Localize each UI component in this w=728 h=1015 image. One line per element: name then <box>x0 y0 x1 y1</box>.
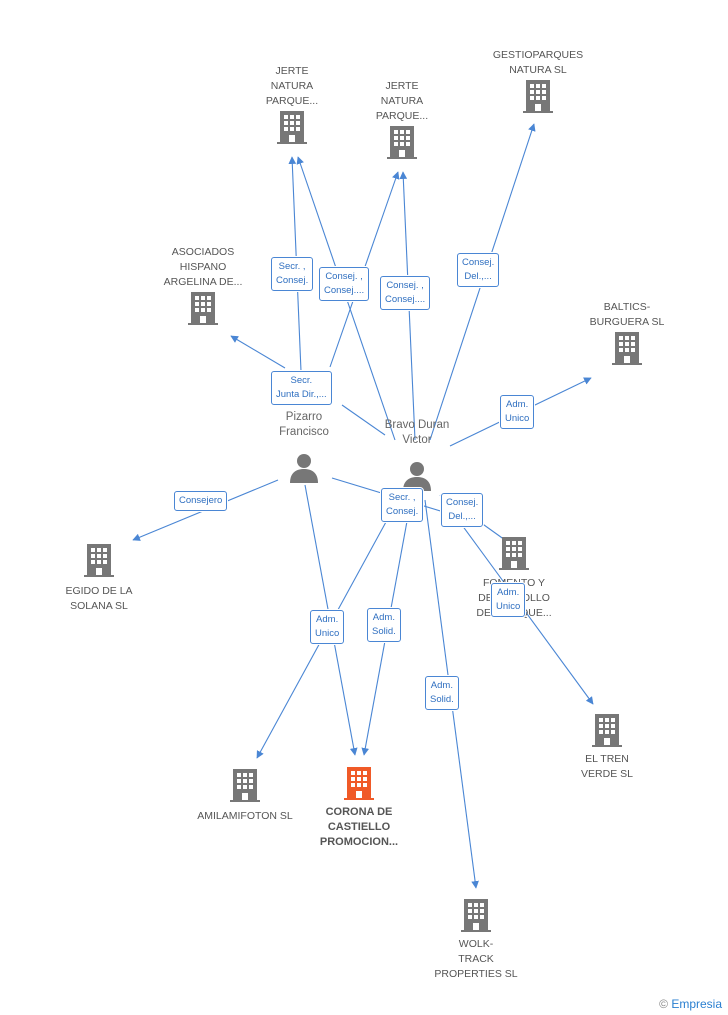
company-amilamifoton[interactable]: AMILAMIFOTON SL <box>190 767 300 824</box>
role-label[interactable]: Consej. , Consej.... <box>380 276 431 310</box>
building-icon <box>592 714 622 747</box>
company-gestioparques[interactable]: GESTIOPARQUES NATURA SL <box>483 48 593 114</box>
person-icon <box>290 454 318 483</box>
company-label: AMILAMIFOTON SL <box>197 810 293 822</box>
company-wolk-track[interactable]: WOLK- TRACK PROPERTIES SL <box>421 897 531 982</box>
person-bravo-duran[interactable]: Bravo Duran Victor <box>372 418 462 492</box>
building-icon <box>277 111 307 144</box>
role-label[interactable]: Adm. Unico <box>500 395 535 429</box>
role-label[interactable]: Consejero <box>174 491 228 511</box>
role-label[interactable]: Adm. Unico <box>491 583 526 617</box>
company-label: EGIDO DE LA SOLANA SL <box>65 585 133 612</box>
role-label[interactable]: Adm. Solid. <box>425 676 459 710</box>
company-el-tren-verde[interactable]: EL TREN VERDE SL <box>552 712 662 782</box>
company-label: BALTICS- BURGUERA SL <box>589 301 665 328</box>
edge-munoz-bravo <box>341 404 386 436</box>
copyright-symbol: © <box>659 997 668 1011</box>
role-label[interactable]: Adm. Unico <box>310 610 345 644</box>
building-icon <box>344 767 374 800</box>
building-icon <box>84 544 114 577</box>
role-label[interactable]: Secr. , Consej. <box>271 257 314 291</box>
company-label: CORONA DE CASTIELLO PROMOCION... <box>319 806 399 848</box>
role-label[interactable]: Adm. Solid. <box>367 608 401 642</box>
person-icon <box>403 462 431 491</box>
role-label[interactable]: Consej. , Consej.... <box>319 267 370 301</box>
company-label: ASOCIADOS HISPANO ARGELINA DE... <box>163 246 243 288</box>
company-label: EL TREN VERDE SL <box>581 753 633 780</box>
role-label[interactable]: Secr. Junta Dir.,... <box>271 371 332 405</box>
company-egido-solana[interactable]: EGIDO DE LA SOLANA SL <box>44 542 154 614</box>
company-jerte-natura-2[interactable]: JERTE NATURA PARQUE... <box>347 79 457 160</box>
building-icon <box>387 126 417 159</box>
building-icon <box>461 899 491 932</box>
company-label: JERTE NATURA PARQUE... <box>375 80 429 122</box>
role-label[interactable]: Consej. Del.,... <box>441 493 484 527</box>
company-label: JERTE NATURA PARQUE... <box>265 65 319 107</box>
company-asociados-hispano[interactable]: ASOCIADOS HISPANO ARGELINA DE... <box>148 245 258 326</box>
company-corona-de-castiello[interactable]: CORONA DE CASTIELLO PROMOCION... <box>304 765 414 850</box>
role-label[interactable]: Consej. Del.,... <box>457 253 500 287</box>
brand-name: Empresia <box>671 997 722 1011</box>
person-munoz-pizarro[interactable]: Muñoz Pizarro Francisco <box>259 395 349 484</box>
company-jerte-natura-1[interactable]: JERTE NATURA PARQUE... <box>237 64 347 145</box>
brand-watermark: © Empresia <box>659 997 722 1011</box>
person-label: Bravo Duran Victor <box>384 419 450 446</box>
company-baltics-burguera[interactable]: BALTICS- BURGUERA SL <box>572 300 682 366</box>
building-icon <box>523 80 553 113</box>
building-icon <box>612 332 642 365</box>
building-icon <box>499 537 529 570</box>
edge-munoz-asoc <box>230 335 286 369</box>
building-icon <box>230 769 260 802</box>
company-label: WOLK- TRACK PROPERTIES SL <box>434 938 518 980</box>
role-label[interactable]: Secr. , Consej. <box>381 488 424 522</box>
company-label: GESTIOPARQUES NATURA SL <box>492 49 584 76</box>
building-icon <box>188 292 218 325</box>
